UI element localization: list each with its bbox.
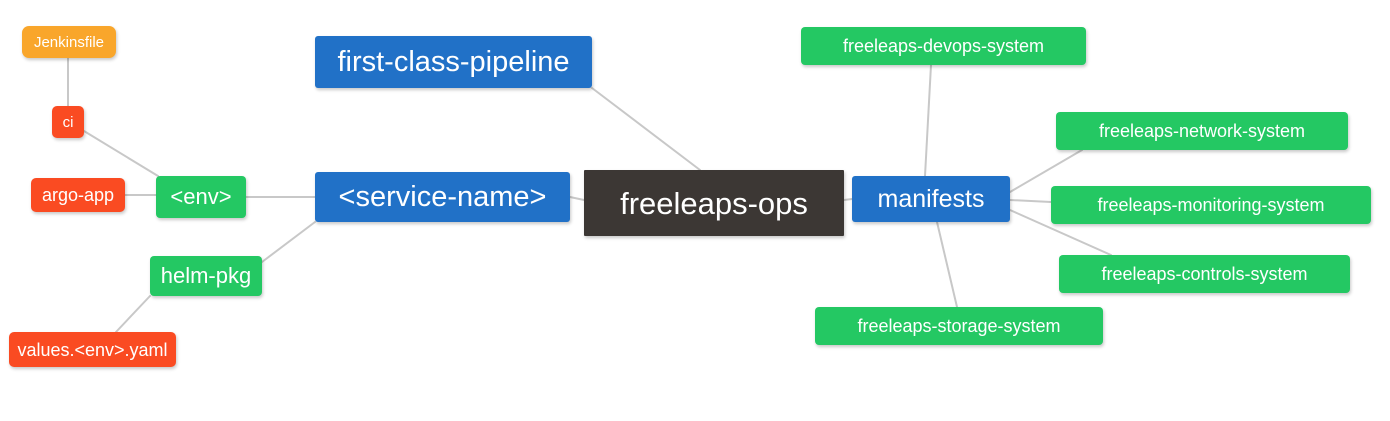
mindmap-node-manifests[interactable]: manifests <box>852 176 1010 222</box>
edge-env-to-ci <box>83 130 159 177</box>
mindmap-node-controls[interactable]: freeleaps-controls-system <box>1059 255 1350 293</box>
mindmap-node-values[interactable]: values.<env>.yaml <box>9 332 176 367</box>
edge-helm-to-values <box>115 295 151 333</box>
node-label-monitoring: freeleaps-monitoring-system <box>1097 195 1325 215</box>
edge-manifests-to-monitoring <box>1009 199 1052 203</box>
mindmap-node-jenkins[interactable]: Jenkinsfile <box>22 26 116 58</box>
edge-manifests-to-storage <box>936 221 958 308</box>
mindmap-node-monitoring[interactable]: freeleaps-monitoring-system <box>1051 186 1371 224</box>
node-label-values: values.<env>.yaml <box>17 339 168 360</box>
mindmap-node-storage[interactable]: freeleaps-storage-system <box>815 307 1103 345</box>
mindmap-node-devops[interactable]: freeleaps-devops-system <box>801 27 1086 65</box>
mindmap-node-network[interactable]: freeleaps-network-system <box>1056 112 1348 150</box>
node-label-helm: helm-pkg <box>160 263 252 288</box>
mindmap-node-env[interactable]: <env> <box>156 176 246 218</box>
edge-root-to-manifests <box>843 198 853 201</box>
node-label-pipeline: first-class-pipeline <box>337 45 570 78</box>
mindmap-node-service[interactable]: <service-name> <box>315 172 570 222</box>
mindmap-node-pipeline[interactable]: first-class-pipeline <box>315 36 592 88</box>
node-label-service: <service-name> <box>338 180 547 213</box>
mindmap-node-argo[interactable]: argo-app <box>31 178 125 212</box>
node-label-network: freeleaps-network-system <box>1098 121 1306 141</box>
node-label-controls: freeleaps-controls-system <box>1101 264 1308 284</box>
mindmap-node-helm[interactable]: helm-pkg <box>150 256 262 296</box>
edge-root-to-service <box>569 196 585 201</box>
node-label-jenkins: Jenkinsfile <box>33 33 105 51</box>
node-label-storage: freeleaps-storage-system <box>857 316 1061 336</box>
edge-service-to-pipeline <box>591 87 701 171</box>
edge-service-to-helm <box>261 221 316 263</box>
node-label-ci: ci <box>62 113 74 131</box>
node-label-argo: argo-app <box>41 185 115 205</box>
mindmap-node-root[interactable]: freeleaps-ops <box>584 170 844 236</box>
mindmap-node-ci[interactable]: ci <box>52 106 84 138</box>
node-label-env: <env> <box>170 184 232 209</box>
edge-manifests-to-devops <box>924 64 932 177</box>
node-label-devops: freeleaps-devops-system <box>842 36 1045 56</box>
node-label-manifests: manifests <box>877 184 985 213</box>
node-label-root: freeleaps-ops <box>620 185 808 221</box>
